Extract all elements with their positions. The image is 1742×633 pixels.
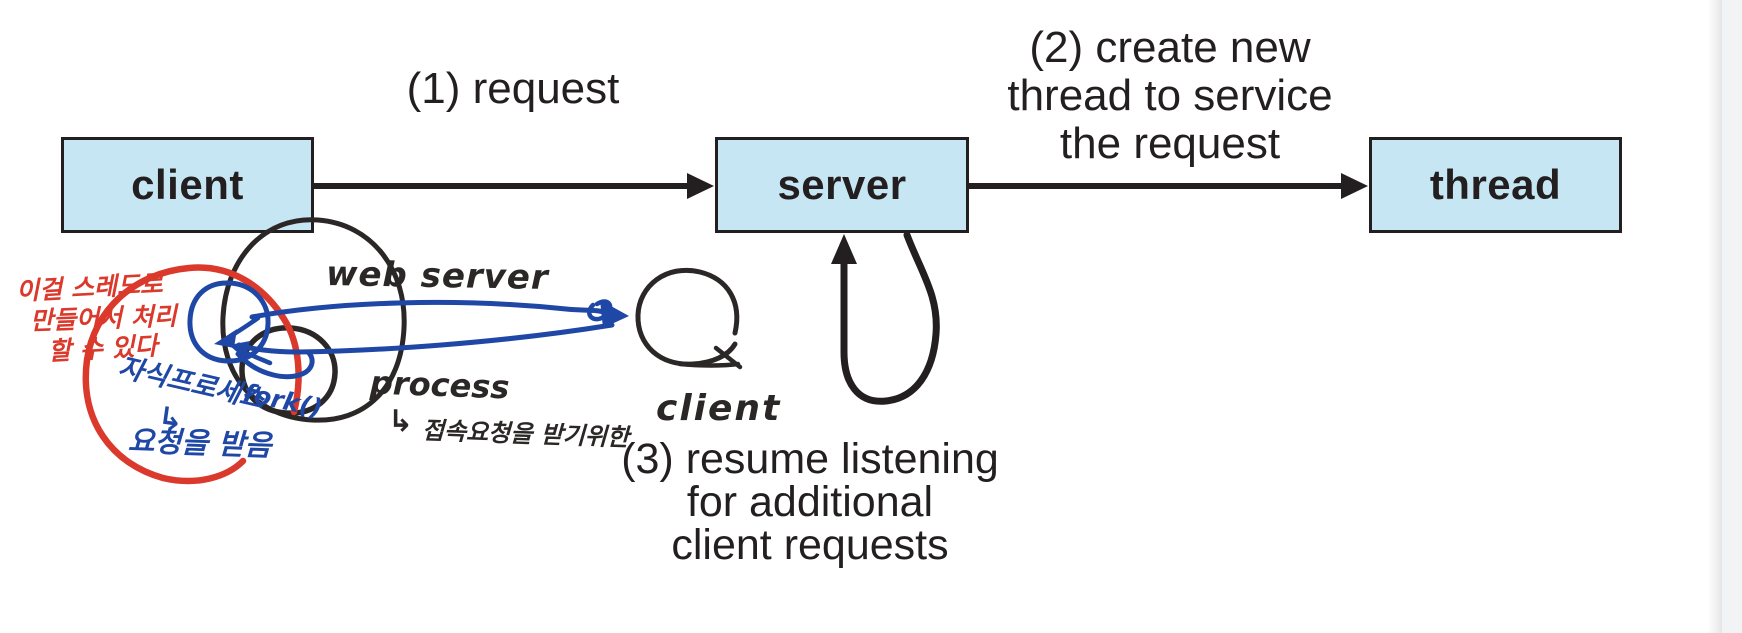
blue-arrowhead-left [214,329,237,348]
step3-line3: client requests [671,521,949,569]
blue-arrowhead-2 [229,341,250,359]
blue-fork-note: fork() [240,378,326,423]
blue-arrowhead-right [600,300,629,328]
blue-ink-annotations [187,280,629,380]
page-edge-shadow [1708,0,1722,633]
web-server-handwritten-label: web server [325,254,550,298]
thread-box: thread [1369,137,1622,233]
client-handwritten-label: client [656,388,782,429]
blue-circle-ink [187,280,271,364]
page-edge-strip [1722,0,1742,633]
step2-line2: thread to service [1007,71,1333,120]
client-box-label: client [131,161,244,208]
step2-label: (2) create new thread to service the req… [948,24,1392,168]
server-box: server [715,137,969,233]
client-box: client [61,137,314,233]
blue-arrow-scribble [587,299,613,322]
blue-connector-lower [236,322,615,355]
black-arrow-glyph: ↳ [388,404,414,439]
step3-label: (3) resume listening for additional clie… [588,438,1032,567]
blue-arrow-2 [237,347,273,366]
create-thread-arrow [969,173,1368,199]
blue-arrow-into-circle [225,315,261,341]
process-handwritten-label: process [369,363,511,407]
server-box-label: server [777,161,907,208]
blue-receive-note: 요청을 받음 [127,423,272,463]
step2-line3: the request [1059,119,1281,168]
step1-label: (1) request [406,64,620,113]
process-handwritten-note: 접속요청을 받기위한 [421,416,630,452]
client-circle-ink [635,267,743,370]
request-arrow [314,173,714,199]
resume-listening-loop-arrow [831,231,940,405]
step3-line1: (3) resume listening [621,435,999,483]
thread-box-label: thread [1429,161,1562,208]
step3-line2: for additional [686,478,934,526]
step2-line1: (2) create new [1029,23,1311,72]
blue-connector-upper [249,299,609,320]
